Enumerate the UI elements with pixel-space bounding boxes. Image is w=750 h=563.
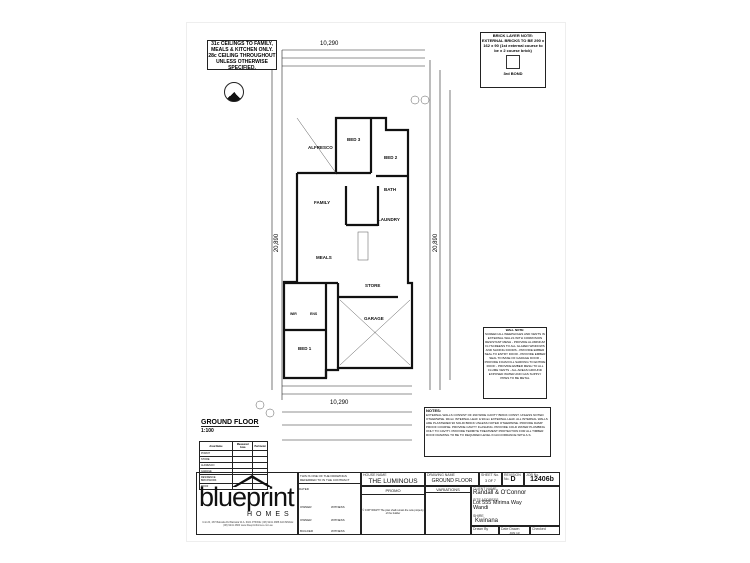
room-bed-2: BED 2 (384, 155, 398, 160)
room-ens: ENS (310, 312, 318, 316)
house-name: THE LUMINOUS (368, 478, 418, 485)
witness-field: WITNESS (331, 529, 345, 533)
brick-note-title: BRICK LAYER NOTE: (492, 33, 534, 38)
contract-cell: THIS IS ONE OF THE DRAWINGS REFERRED TO … (298, 472, 361, 535)
sheet-cell: SHEET No. 3 OF 7 (479, 472, 502, 486)
brick-note-text: EXTERNAL BRICKS TO BE 290 x 162 x 90 (1s… (481, 38, 545, 53)
variations-cell: VARIATIONS (425, 486, 471, 535)
ceiling-note: 31c CEILINGS TO FAMILY, MEALS & KITCHEN … (207, 40, 277, 71)
dimension-overall-width-top: 10,290 (320, 41, 339, 47)
dimension-overall-length-left: 20,890 (274, 233, 281, 253)
date-drawn-cell: Date Drawn JUN 13 (499, 526, 530, 535)
drawing-name-cell: DRAWING NAME GROUND FLOOR (425, 472, 479, 486)
area-table-header: Area Name Measured Area Perimeter (199, 441, 268, 451)
job-cell: JOB No. 12406b (524, 472, 560, 486)
site-address: Lot 555 Mirima Way Wandi (473, 500, 522, 511)
site-label: SITE ADDRESS (473, 498, 499, 502)
room-alfresco: ALFRESCO (308, 145, 333, 150)
dated-field: DATED (299, 487, 309, 491)
shire-name: Kwinana (475, 518, 499, 524)
contract-text: THIS IS ONE OF THE DRAWINGS REFERRED TO … (299, 473, 360, 484)
brick-layer-note: BRICK LAYER NOTE: EXTERNAL BRICKS TO BE … (480, 32, 546, 88)
room-store: STORE (365, 283, 381, 288)
brand-sub: HOMES (247, 511, 293, 518)
area-header: Area Name (199, 441, 233, 451)
revision-label: REVISION No. (504, 473, 521, 481)
drawn-label: Drawn By (473, 527, 489, 531)
client-name: Randall & O'Connor (473, 490, 527, 496)
notes-title: NOTES: (426, 408, 442, 413)
paper-sheet (186, 22, 566, 542)
logo-cell: blueprint HOMES Unit 20, 287 Balcatta Rd… (196, 472, 298, 535)
dimension-overall-width-bottom: 10,290 (330, 400, 349, 406)
shire-label: SHIRE (473, 514, 484, 518)
room-wir: WIR (290, 312, 297, 316)
dimension-lines (271, 49, 451, 441)
client-label: CLIENT NAME (473, 487, 497, 491)
drawing-name: GROUND FLOOR (431, 478, 473, 484)
owner-field: OWNER (300, 505, 312, 509)
plan-scale: 1:100 (201, 428, 214, 434)
promo-label: PROMO (362, 487, 424, 495)
room-laundry: LAUNDRY (378, 217, 400, 222)
room-garage: GARAGE (364, 316, 384, 321)
company-info: Unit 20, 287 Balcatta Rd Balcatta W.A. 6… (202, 521, 294, 527)
copyright-text: © COPYRIGHT The plan shall remain the so… (362, 509, 424, 515)
checked-cell: Checked (530, 526, 560, 535)
fixtures (255, 95, 430, 418)
area-header: Perimeter (252, 441, 268, 451)
roof-logo-icon (232, 475, 272, 487)
sheet-number: 3 OF 7 (485, 479, 496, 483)
plan-title: GROUND FLOOR (201, 419, 259, 427)
walls (282, 116, 414, 380)
brand-name: blueprint (199, 482, 295, 512)
dimension-overall-length-right: 20,890 (433, 233, 440, 253)
house-name-label: HOUSE NAME (363, 473, 387, 477)
room-bed-3: BED 3 (347, 137, 361, 142)
room-meals: MEALS (316, 255, 332, 260)
brick-bond-icon (506, 55, 520, 69)
sheet-label: SHEET No. (481, 473, 500, 477)
room-family: FAMILY (314, 200, 331, 205)
builder-field: BUILDER (300, 529, 314, 533)
revision-cell: REVISION No. D (502, 472, 524, 486)
table-row: ROOF (199, 483, 268, 490)
room-bath: BATH (384, 187, 397, 192)
brick-note-bond: 3rd BOND (503, 71, 523, 76)
wall-note-title: WALL NOTE: (505, 328, 525, 332)
wall-note: WALL NOTE: SCREEN ALL WEEPHOLES AND VENT… (483, 327, 547, 399)
date-drawn: JUN 13 (509, 531, 520, 535)
notes-box: NOTES: EXTERNAL WALLS CONSIST OF 290 WID… (424, 407, 551, 457)
notes-text: EXTERNAL WALLS CONSIST OF 290 WIDE CAVIT… (426, 413, 548, 437)
promo-cell: PROMO © COPYRIGHT The plan shall remain … (361, 486, 425, 535)
variations-label: VARIATIONS (426, 487, 470, 493)
area-cell: ROOF (199, 483, 233, 490)
job-number: 12406b (530, 476, 554, 483)
area-header: Measured Area (231, 441, 254, 451)
area-table: Area Name Measured Area Perimeter PORCH … (199, 441, 268, 490)
client-cell: CLIENT NAME Randall & O'Connor SITE ADDR… (471, 486, 560, 526)
house-name-cell: HOUSE NAME THE LUMINOUS (361, 472, 425, 486)
drawn-by-cell: Drawn By (471, 526, 499, 535)
witness-field: WITNESS (331, 505, 345, 509)
job-label: JOB No. (526, 473, 540, 477)
checked-label: Checked (532, 527, 546, 531)
wall-note-text: SCREEN ALL WEEPHOLES AND VENTS IN EXTERN… (484, 332, 546, 380)
drawing-name-label: DRAWING NAME (427, 473, 455, 477)
date-drawn-label: Date Drawn (501, 527, 520, 531)
witness-field: WITNESS (331, 518, 345, 522)
revision-number: D (510, 476, 516, 483)
room-bed-1: BED 1 (298, 346, 312, 351)
owner-field: OWNER (300, 518, 312, 522)
